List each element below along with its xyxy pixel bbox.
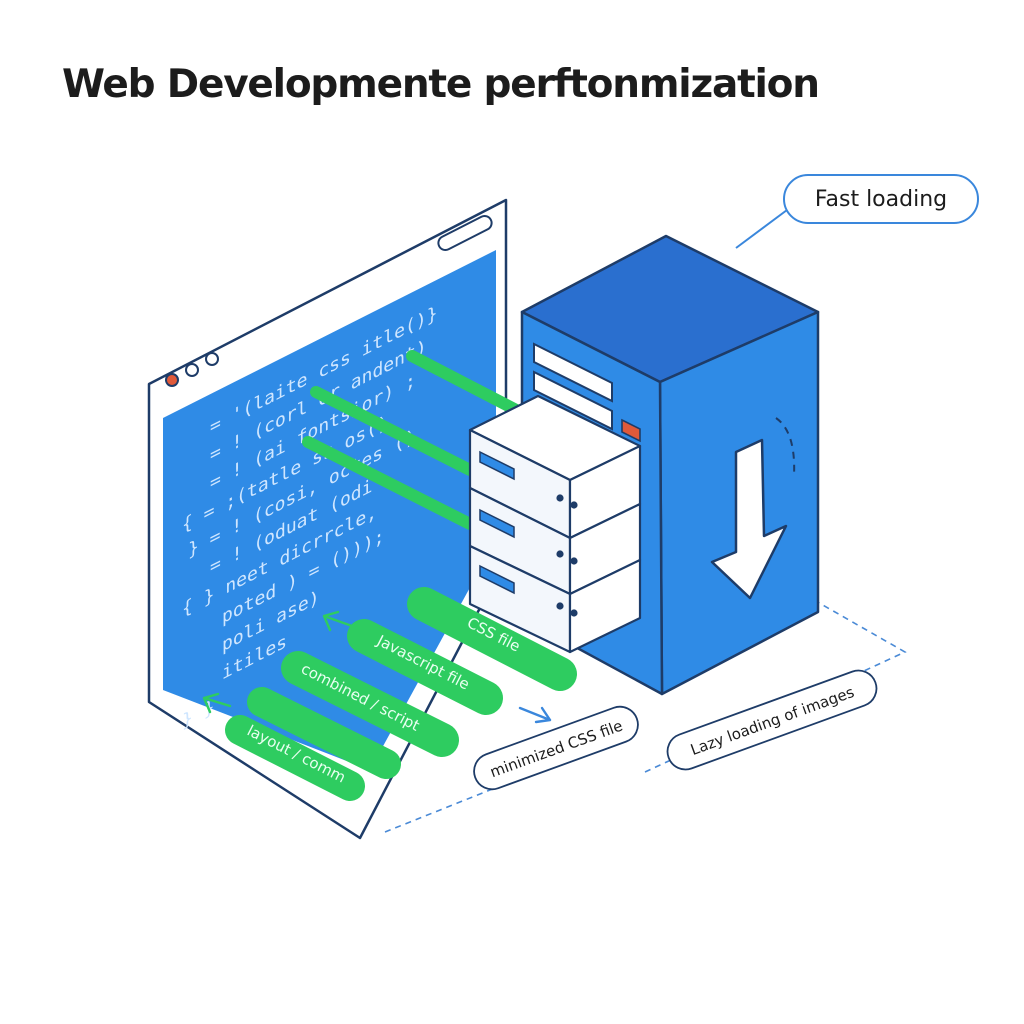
data-stream-line — [406, 350, 526, 418]
maximize-dot-icon — [205, 352, 219, 366]
data-stream-line — [310, 386, 476, 476]
arrow-right-icon — [518, 706, 552, 724]
data-streams — [302, 350, 526, 530]
arrow-left-icon — [202, 692, 232, 714]
status-light-icon — [621, 418, 641, 443]
close-dot-icon — [165, 373, 179, 387]
drive-bay-icon — [479, 564, 515, 595]
data-stream-line — [302, 436, 476, 530]
led-icon — [570, 557, 578, 565]
drive-bay-icon — [479, 508, 515, 539]
dashed-connector-lower — [384, 787, 496, 833]
page-title: Web Developmente perftonmization — [62, 62, 820, 107]
server-stack — [468, 394, 642, 654]
file-bars: CSS file Javascript file combined / scri… — [225, 587, 577, 801]
drive-slot — [533, 370, 613, 431]
led-icon — [556, 602, 564, 610]
address-bar — [437, 215, 493, 251]
led-icon — [556, 494, 564, 502]
drive-bay-icon — [479, 450, 515, 481]
label-lazy-loading: Lazy loading of images — [666, 669, 878, 771]
file-bar-blank — [247, 687, 401, 779]
led-icon — [570, 609, 578, 617]
download-arrow-icon — [710, 438, 788, 600]
flow-arrows — [202, 610, 552, 724]
dashed-connector-right — [644, 591, 907, 773]
arrow-left-icon — [322, 610, 354, 632]
minimize-dot-icon — [185, 363, 199, 377]
drive-slot — [533, 342, 613, 403]
server-unit — [468, 544, 642, 654]
window-controls — [165, 352, 219, 387]
callout-connector-line — [735, 209, 788, 249]
led-icon — [570, 501, 578, 509]
lazy-loading-label: Lazy loading of images — [688, 683, 857, 759]
fast-loading-callout: Fast loading — [783, 174, 979, 224]
loading-arc-icon — [775, 417, 796, 477]
browser-screen — [163, 250, 496, 770]
label-minimized-css: minimized CSS file — [473, 705, 639, 791]
led-icon — [556, 550, 564, 558]
